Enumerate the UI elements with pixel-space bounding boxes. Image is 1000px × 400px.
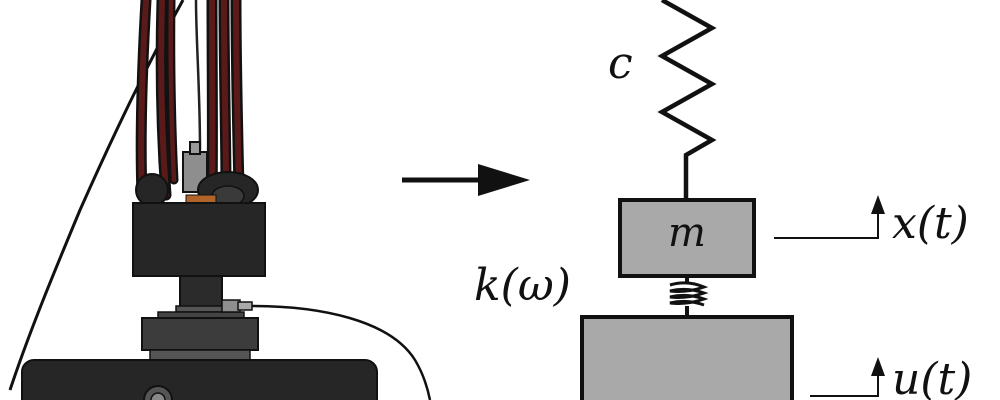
mechanical-model: c m k(ω) x(t) u(t)	[474, 0, 972, 400]
response-indicator	[774, 195, 885, 239]
response-label: x(t)	[892, 198, 969, 249]
transition-arrow	[402, 164, 530, 196]
mass-block	[618, 198, 756, 278]
base-block	[580, 315, 794, 400]
lower-clamp	[141, 317, 259, 351]
stiffness-label: k(ω)	[474, 260, 571, 311]
mass-label: m	[668, 210, 706, 256]
test-rig-illustration	[8, 0, 432, 400]
fixture-neck	[179, 275, 223, 309]
excitation-label: u(t)	[892, 354, 972, 400]
left-cable	[8, 0, 185, 391]
damping-spring-zigzag	[657, 0, 717, 200]
sensor-cable	[251, 304, 432, 400]
damping-label: c	[608, 38, 633, 89]
stiffness-spring	[669, 276, 709, 317]
upper-fixture-block	[132, 202, 266, 277]
shaker-base	[21, 359, 378, 400]
grey-cable	[194, 0, 202, 151]
coil-rings	[135, 171, 259, 209]
excitation-indicator	[810, 357, 885, 397]
side-sensor	[221, 299, 432, 400]
